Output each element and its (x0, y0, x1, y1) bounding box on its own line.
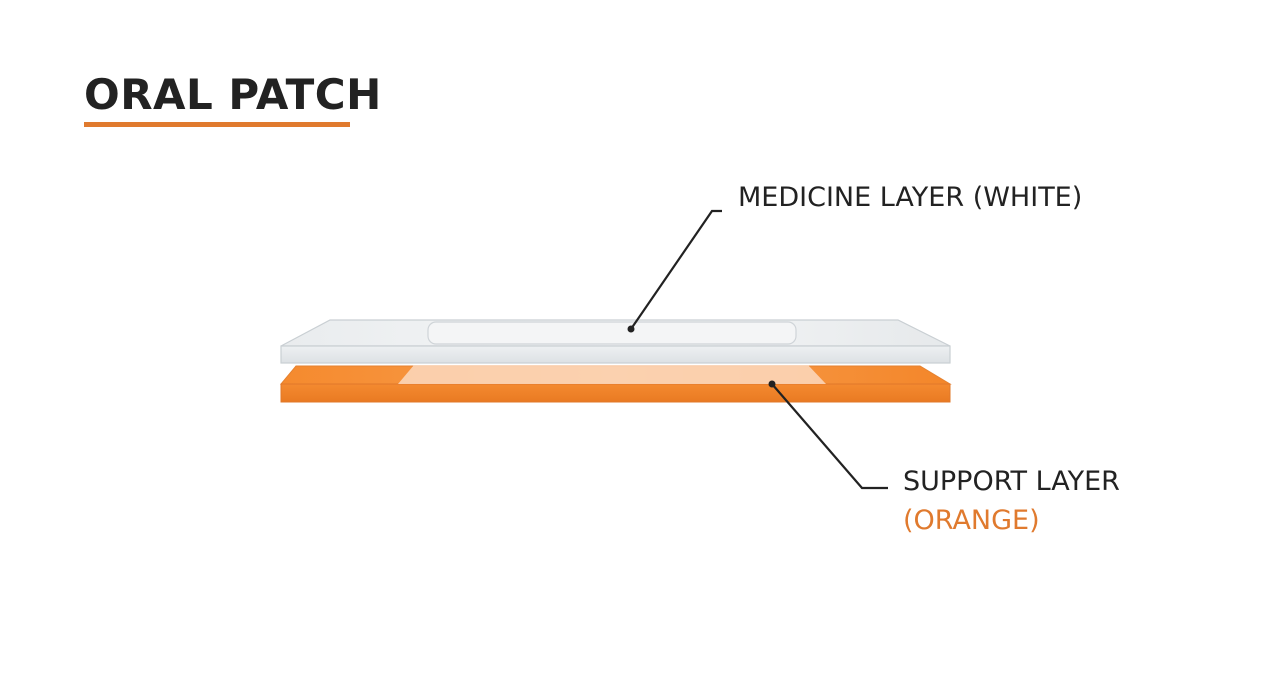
medicine-layer-front (280, 345, 951, 364)
medicine-callout-line (627, 209, 722, 333)
medicine-layer-inset (427, 321, 797, 345)
page-title: ORAL PATCH (84, 70, 382, 119)
support-layer-front (280, 383, 951, 403)
support-layer-pad (398, 365, 826, 384)
medicine-layer-label: MEDICINE LAYER (WHITE) (738, 182, 1083, 213)
support-layer-color-label: (ORANGE) (903, 505, 1040, 536)
support-callout-line (768, 380, 888, 490)
support-callout-dot (768, 380, 776, 388)
medicine-callout-dot (627, 325, 635, 333)
support-layer (279, 365, 952, 403)
support-layer-label: SUPPORT LAYER (903, 466, 1120, 497)
medicine-layer (280, 319, 951, 364)
title-underline (84, 122, 350, 127)
